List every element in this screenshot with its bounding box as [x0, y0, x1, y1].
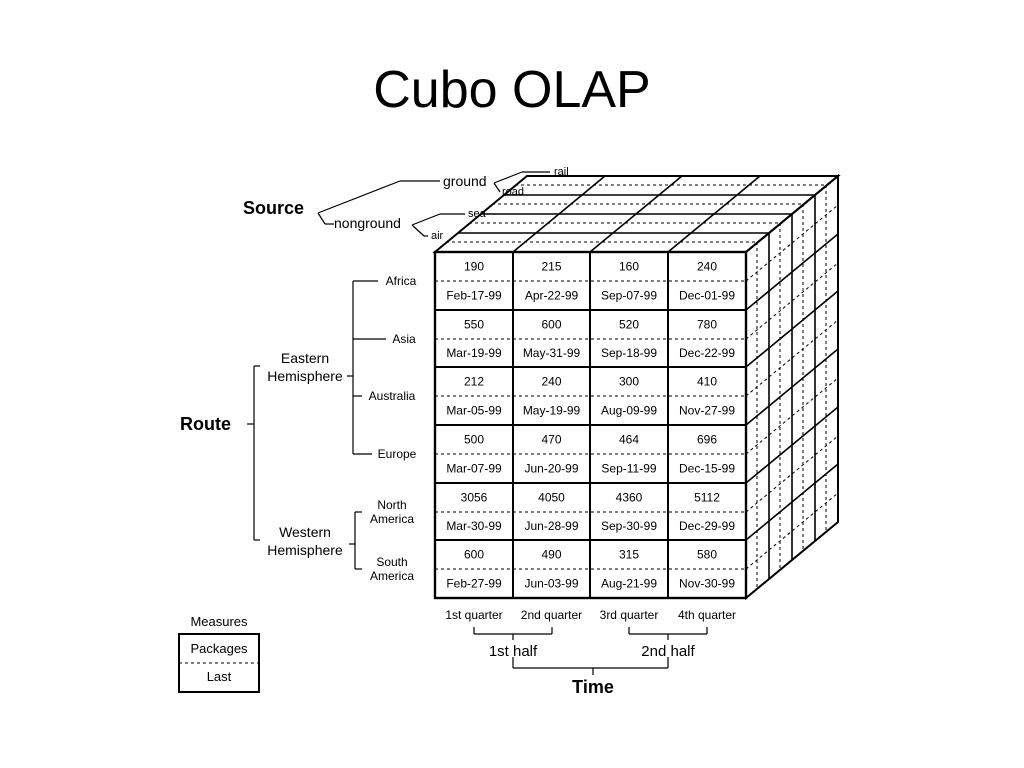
region-label-3-0: Europe: [378, 447, 417, 461]
cell-packages-r5-c3: 580: [697, 548, 717, 562]
cell-last-r0-c3: Dec-01-99: [679, 289, 735, 303]
measures-label: Measures: [190, 614, 248, 629]
source-hierarchy: [317, 171, 550, 237]
source-nonground: nonground: [334, 215, 401, 231]
cell-packages-r2-c3: 410: [697, 375, 717, 389]
cell-last-r0-c2: Sep-07-99: [601, 289, 657, 303]
route-regions: AfricaAsiaAustraliaEuropeNorthAmericaSou…: [369, 274, 417, 583]
time-half-1: 1st half: [489, 643, 538, 660]
measures-legend: Measures Packages Last: [178, 614, 260, 693]
time-quarter-2: 2nd quarter: [521, 608, 582, 622]
cell-last-r1-c0: Mar-19-99: [446, 346, 502, 360]
time-labels: 1st half 2nd half Time: [489, 643, 696, 697]
time-quarter-1: 1st quarter: [445, 608, 502, 622]
cube-cells: 190Feb-17-99215Apr-22-99160Sep-07-99240D…: [446, 260, 735, 591]
cell-last-r0-c0: Feb-17-99: [446, 289, 502, 303]
cell-packages-r0-c1: 215: [541, 260, 561, 274]
cell-last-r4-c2: Sep-30-99: [601, 519, 657, 533]
cell-last-r4-c0: Mar-30-99: [446, 519, 502, 533]
source-ground: ground: [443, 173, 487, 189]
cell-last-r1-c1: May-31-99: [523, 346, 581, 360]
cell-last-r2-c1: May-19-99: [523, 404, 581, 418]
route-hierarchy: [247, 280, 386, 570]
route-label: Route: [180, 414, 231, 434]
cell-packages-r1-c1: 600: [541, 317, 561, 331]
cell-last-r2-c0: Mar-05-99: [446, 404, 502, 418]
region-label-2-0: Australia: [369, 389, 416, 403]
measures-last: Last: [207, 669, 232, 684]
cell-packages-r1-c0: 550: [464, 317, 484, 331]
cell-packages-r4-c3: 5112: [694, 490, 720, 504]
cell-packages-r1-c3: 780: [697, 317, 717, 331]
source-sea: sea: [468, 208, 487, 220]
cell-packages-r4-c1: 4050: [538, 490, 565, 504]
region-label-5-0: South: [376, 555, 407, 569]
source-rail: rail: [554, 166, 569, 178]
eastern-hemisphere-line1: Eastern: [281, 350, 329, 366]
time-quarter-3: 3rd quarter: [600, 608, 659, 622]
cell-packages-r3-c2: 464: [619, 433, 639, 447]
region-label-4-1: America: [370, 512, 414, 526]
cell-packages-r3-c1: 470: [541, 433, 561, 447]
cell-last-r5-c0: Feb-27-99: [446, 577, 502, 591]
cell-packages-r3-c0: 500: [464, 433, 484, 447]
eastern-hemisphere-line2: Hemisphere: [267, 368, 343, 384]
time-label: Time: [572, 677, 614, 697]
time-quarter-4: 4th quarter: [678, 608, 736, 622]
source-label: Source: [243, 198, 304, 218]
route-labels: Route Eastern Hemisphere Western Hemisph…: [180, 350, 343, 558]
cell-last-r0-c1: Apr-22-99: [525, 289, 579, 303]
western-hemisphere-line1: Western: [279, 524, 331, 540]
cell-packages-r0-c3: 240: [697, 260, 717, 274]
cell-last-r2-c3: Nov-27-99: [679, 404, 735, 418]
western-hemisphere-line2: Hemisphere: [267, 542, 343, 558]
cube-front-face: [433, 250, 748, 600]
cube-top-face: [432, 175, 841, 253]
cell-last-r5-c2: Aug-21-99: [601, 577, 657, 591]
region-label-5-1: America: [370, 569, 414, 583]
cell-packages-r5-c1: 490: [541, 548, 561, 562]
cell-last-r4-c3: Dec-29-99: [679, 519, 735, 533]
source-labels: Source ground nonground rail road sea ai…: [243, 166, 569, 242]
cell-last-r5-c3: Nov-30-99: [679, 577, 735, 591]
cell-packages-r2-c2: 300: [619, 375, 639, 389]
cell-last-r3-c3: Dec-15-99: [679, 462, 735, 476]
cell-last-r3-c0: Mar-07-99: [446, 462, 502, 476]
source-air: air: [431, 230, 444, 242]
cell-last-r3-c2: Sep-11-99: [601, 462, 656, 476]
cell-last-r5-c1: Jun-03-99: [524, 577, 578, 591]
cell-packages-r5-c2: 315: [619, 548, 639, 562]
cell-last-r3-c1: Jun-20-99: [524, 462, 578, 476]
cell-packages-r3-c3: 696: [697, 433, 717, 447]
slide-title: Cubo OLAP: [373, 61, 651, 119]
cell-last-r1-c3: Dec-22-99: [679, 346, 735, 360]
cube-right-face: [745, 173, 839, 601]
cell-last-r2-c2: Aug-09-99: [601, 404, 657, 418]
source-road: road: [502, 186, 524, 198]
measures-packages: Packages: [190, 641, 248, 656]
cell-last-r1-c2: Sep-18-99: [601, 346, 657, 360]
region-label-4-0: North: [377, 498, 406, 512]
cell-packages-r0-c0: 190: [464, 260, 484, 274]
time-half-2: 2nd half: [641, 643, 695, 660]
cell-packages-r0-c2: 160: [619, 260, 639, 274]
cell-packages-r2-c0: 212: [464, 375, 484, 389]
time-quarters: 1st quarter 2nd quarter 3rd quarter 4th qua…: [445, 608, 736, 622]
region-label-1-0: Asia: [392, 332, 416, 346]
cell-packages-r1-c2: 520: [619, 317, 639, 331]
cell-packages-r2-c1: 240: [541, 375, 561, 389]
region-label-0-0: Africa: [386, 274, 417, 288]
cell-packages-r4-c0: 3056: [461, 490, 488, 504]
time-hierarchy: [473, 627, 708, 675]
cell-packages-r4-c2: 4360: [616, 490, 643, 504]
cell-packages-r5-c0: 600: [464, 548, 484, 562]
cell-last-r4-c1: Jun-28-99: [524, 519, 578, 533]
